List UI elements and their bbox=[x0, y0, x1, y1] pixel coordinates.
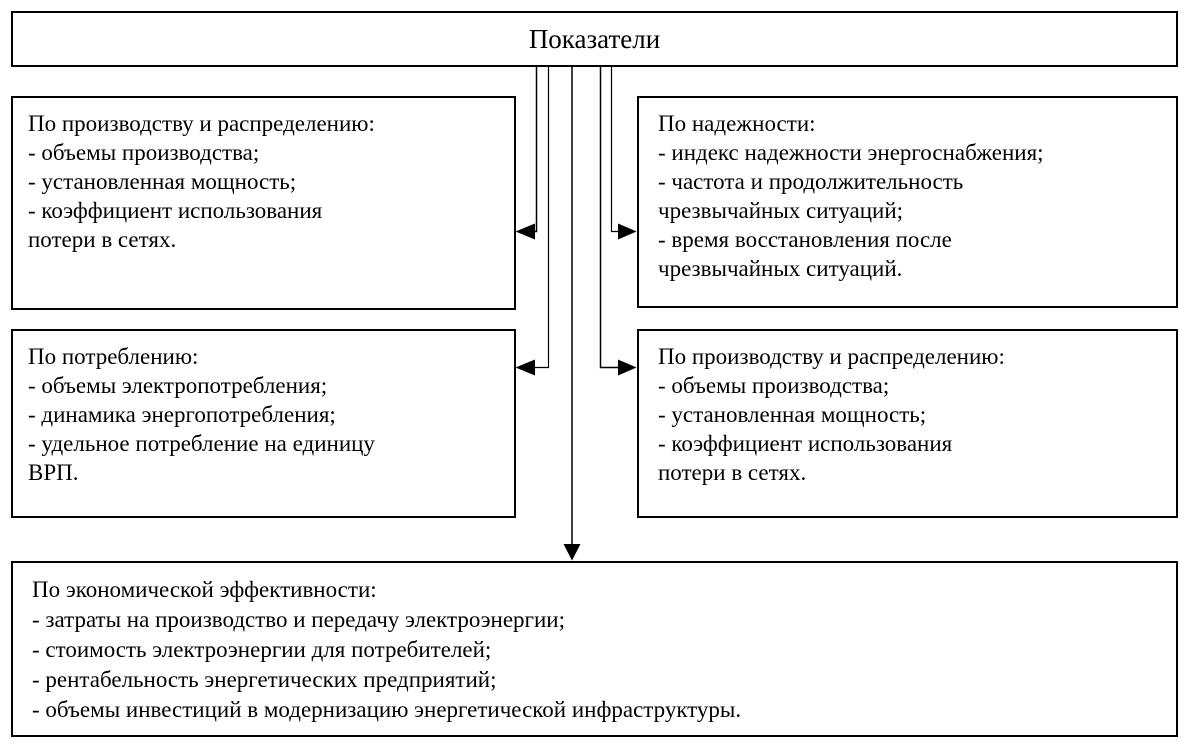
text-line: - частота и продолжительность bbox=[658, 169, 964, 194]
text-line: - коэффициент использования bbox=[28, 198, 323, 223]
text-line: ВРП. bbox=[28, 460, 79, 485]
text-line: - установленная мощность; bbox=[658, 402, 927, 427]
diagram-title: Показатели bbox=[528, 23, 661, 54]
arrowhead-left-top-icon bbox=[515, 223, 535, 240]
text-line: - время восстановления после bbox=[658, 227, 952, 252]
text-line: - затраты на производство и передачу эле… bbox=[32, 607, 565, 632]
text-line: - индекс надежности энергоснабжения; bbox=[658, 140, 1044, 165]
text-line: По надежности: bbox=[658, 111, 816, 136]
text-line: По экономической эффективности: bbox=[32, 577, 377, 602]
arrowhead-right-top-icon bbox=[618, 223, 637, 240]
text-line: - удельное потребление на единицу bbox=[28, 431, 375, 456]
text-line: - стоимость электроэнергии для потребите… bbox=[32, 637, 492, 662]
text-line: По производству и распределению: bbox=[28, 111, 375, 136]
text-line: - объемы электропотребления; bbox=[28, 373, 328, 398]
connector-top-left bbox=[534, 67, 538, 233]
text-line: чрезвычайных ситуаций; bbox=[658, 198, 904, 223]
box-reliability: По надежности: - индекс надежности энерго… bbox=[637, 96, 1178, 308]
text-line: потери в сетях. bbox=[28, 227, 177, 252]
text-line: - объемы производства; bbox=[28, 140, 260, 165]
connector-mid-left bbox=[534, 67, 550, 369]
text-line: - коэффициент использования bbox=[658, 431, 953, 456]
text-line: По производству и распределению: bbox=[658, 344, 1005, 369]
box-production-distribution-right: По производству и распределению: - объемы… bbox=[637, 329, 1178, 518]
text-line: По потреблению: bbox=[28, 344, 199, 369]
text-line: потери в сетях. bbox=[658, 460, 807, 485]
connector-top-right bbox=[610, 67, 618, 233]
box-consumption: По потреблению: - объемы электропотреблен… bbox=[11, 329, 516, 518]
arrowhead-right-mid-icon bbox=[618, 359, 637, 376]
text-line: - установленная мощность; bbox=[28, 169, 297, 194]
arrowhead-down-icon bbox=[563, 544, 581, 561]
text-line: - объемы инвестиций в модернизацию энерг… bbox=[32, 697, 742, 722]
connector-mid-right bbox=[599, 67, 618, 369]
text-line: - динамика энергопотребления; bbox=[28, 402, 336, 427]
text-line: - рентабельность энергетических предприя… bbox=[32, 667, 497, 692]
arrowhead-left-mid-icon bbox=[515, 359, 535, 376]
text-line: - объемы производства; bbox=[658, 373, 890, 398]
box-economic-efficiency: По экономической эффективности: - затраты… bbox=[11, 561, 1178, 737]
text-line: чрезвычайных ситуаций. bbox=[658, 256, 903, 281]
title-box: Показатели bbox=[11, 11, 1178, 67]
box-production-distribution-left: По производству и распределению: - объемы… bbox=[11, 96, 516, 310]
